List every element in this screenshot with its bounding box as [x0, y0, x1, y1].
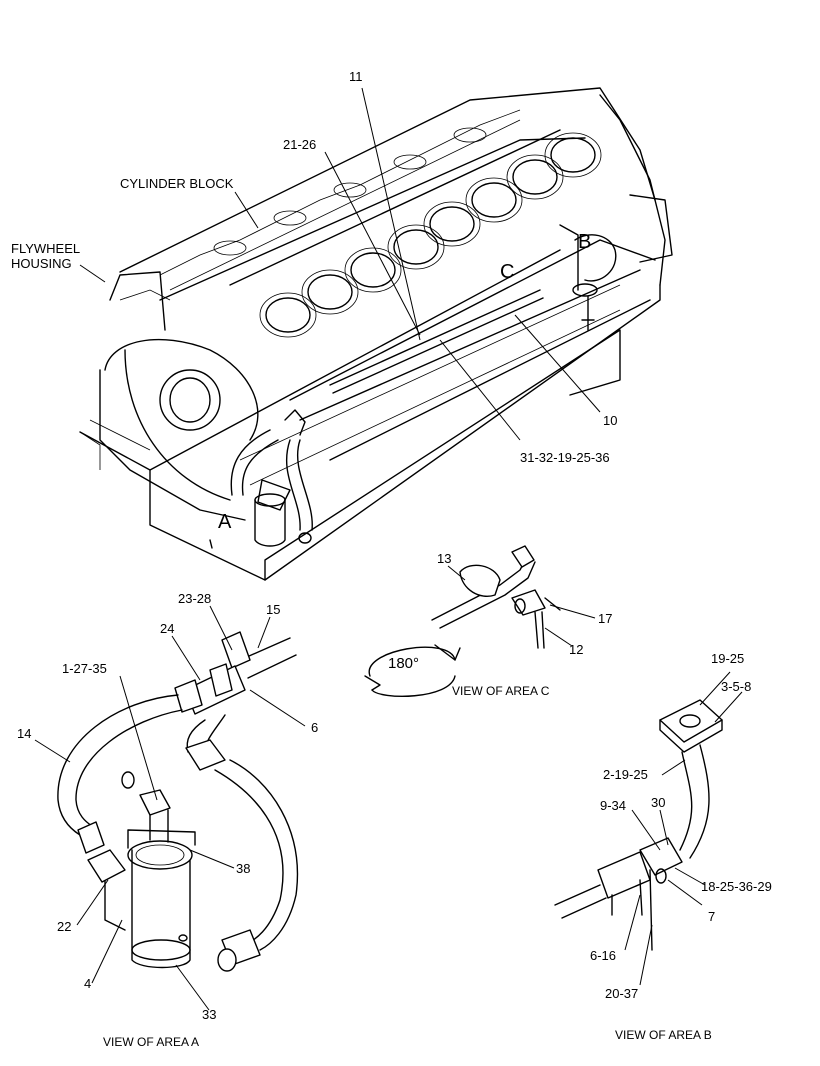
callout-18-25-36-29: 18-25-36-29 — [701, 879, 772, 894]
callout-23-28: 23-28 — [178, 591, 212, 606]
callout-22: 22 — [57, 919, 72, 934]
callout-2-19-25: 2-19-25 — [603, 767, 648, 782]
callout-24: 24 — [160, 621, 175, 636]
view-area-a-caption: VIEW OF AREA A — [103, 1035, 200, 1049]
callout-11: 11 — [349, 69, 363, 84]
area-c-marker: C — [500, 261, 515, 283]
callout-19-25: 19-25 — [711, 651, 745, 666]
callout-31-32-19-25-36: 31-32-19-25-36 — [520, 450, 610, 465]
view-area-c-drawing — [364, 545, 561, 697]
view-area-b-caption: VIEW OF AREA B — [615, 1028, 712, 1042]
view-area-c-caption: VIEW OF AREA C — [452, 684, 550, 698]
main-leaders — [79, 87, 601, 441]
callout-14: 14 — [17, 726, 32, 741]
callout-6-area-a: 6 — [311, 720, 319, 735]
callout-33: 33 — [202, 1007, 217, 1022]
callout-30: 30 — [651, 795, 666, 810]
area-c-leaders — [447, 565, 596, 647]
callout-6-16: 6-16 — [590, 948, 617, 963]
callout-3-5-8: 3-5-8 — [721, 679, 752, 694]
flywheel-housing-label-line1: FLYWHEEL — [11, 241, 81, 256]
view-area-b-drawing — [554, 699, 723, 951]
callout-13: 13 — [437, 551, 452, 566]
callout-17: 17 — [598, 611, 613, 626]
callout-21-26: 21-26 — [283, 137, 317, 152]
engine-block-drawing — [79, 87, 673, 581]
callout-12: 12 — [569, 642, 584, 657]
area-b-marker: B — [578, 231, 592, 253]
callout-15: 15 — [266, 602, 281, 617]
area-a-marker: A — [218, 511, 232, 533]
callout-4: 4 — [84, 976, 92, 991]
view-area-a-drawing — [57, 631, 298, 972]
cylinder-block-label: CYLINDER BLOCK — [120, 176, 234, 191]
callout-7: 7 — [708, 909, 716, 924]
area-b-leaders — [624, 671, 743, 986]
callout-20-37: 20-37 — [605, 986, 639, 1001]
flywheel-housing-label-line2: HOUSING — [11, 256, 72, 271]
callout-10: 10 — [603, 413, 618, 428]
callout-38: 38 — [236, 861, 251, 876]
rotation-label: 180° — [388, 655, 420, 672]
callout-9-34: 9-34 — [600, 798, 627, 813]
area-a-leaders — [34, 605, 306, 1011]
callout-1-27-35: 1-27-35 — [62, 661, 107, 676]
